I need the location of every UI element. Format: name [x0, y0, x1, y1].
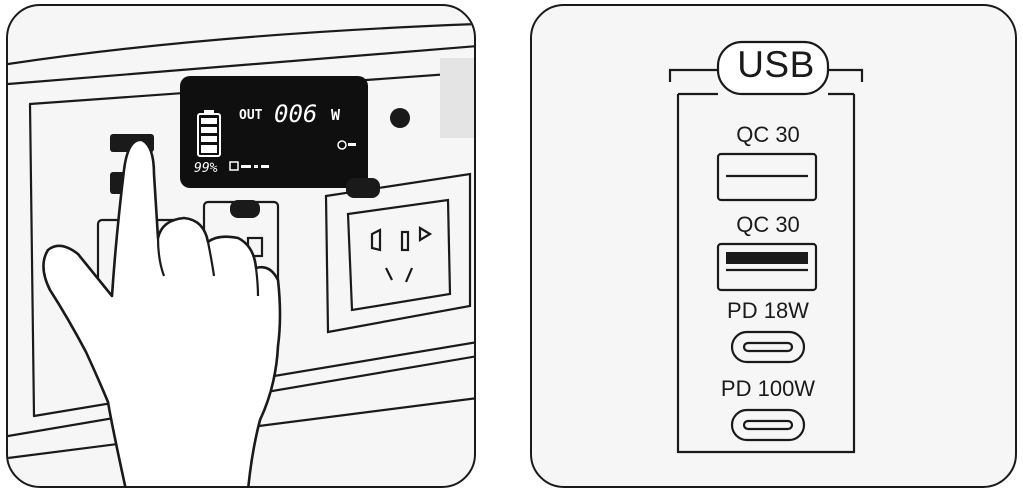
indicator-light — [390, 108, 410, 128]
port-label-pd18w: PD 18W — [727, 298, 809, 323]
power-station-drawing: OUT 006 W 99% — [8, 23, 474, 486]
hand-pressing-button — [42, 138, 282, 486]
usb-a-port-2[interactable] — [716, 242, 818, 292]
finger-crease-3 — [254, 267, 260, 297]
front-face-left — [28, 102, 36, 418]
usb-title: USB — [737, 44, 815, 85]
lcd-screen — [180, 76, 368, 188]
port-label-qc30-2: QC 30 — [736, 212, 800, 237]
out-unit: W — [331, 106, 341, 124]
middle-outlet-button[interactable] — [230, 200, 260, 218]
power-station-illustration: OUT 006 W 99% — [6, 4, 476, 488]
usb-c-port-1[interactable] — [730, 330, 806, 364]
finger-crease-2 — [206, 241, 216, 277]
port-label-pd100w: PD 100W — [720, 376, 816, 401]
usb-ports-illustration: USB QC 30 QC 30 PD 18W PD 100W — [530, 4, 1017, 488]
usb-a-port-1[interactable] — [716, 152, 818, 202]
right-outlet-button[interactable] — [346, 178, 380, 198]
usb-c-port-2[interactable] — [730, 408, 806, 442]
right-ac-outlet — [324, 172, 472, 334]
usb-frame-drawing — [668, 40, 864, 454]
frame-right-bracket — [828, 68, 864, 82]
out-label: OUT — [239, 108, 263, 123]
frame-left-bracket — [668, 68, 718, 82]
unit-top-edge — [8, 23, 474, 66]
lcd-display: OUT 006 W 99% — [180, 76, 368, 188]
lcd-status-icons — [229, 140, 356, 171]
battery-percent: 99% — [194, 161, 218, 176]
port-frame — [676, 94, 856, 454]
out-value: 006 — [274, 100, 317, 128]
finger-crease-1 — [156, 237, 166, 277]
side-handle — [440, 58, 474, 138]
port-label-qc30-1: QC 30 — [736, 122, 800, 147]
battery-icon — [197, 110, 221, 157]
usb-title-badge — [716, 40, 830, 96]
unit-bezel-edge — [8, 45, 474, 86]
